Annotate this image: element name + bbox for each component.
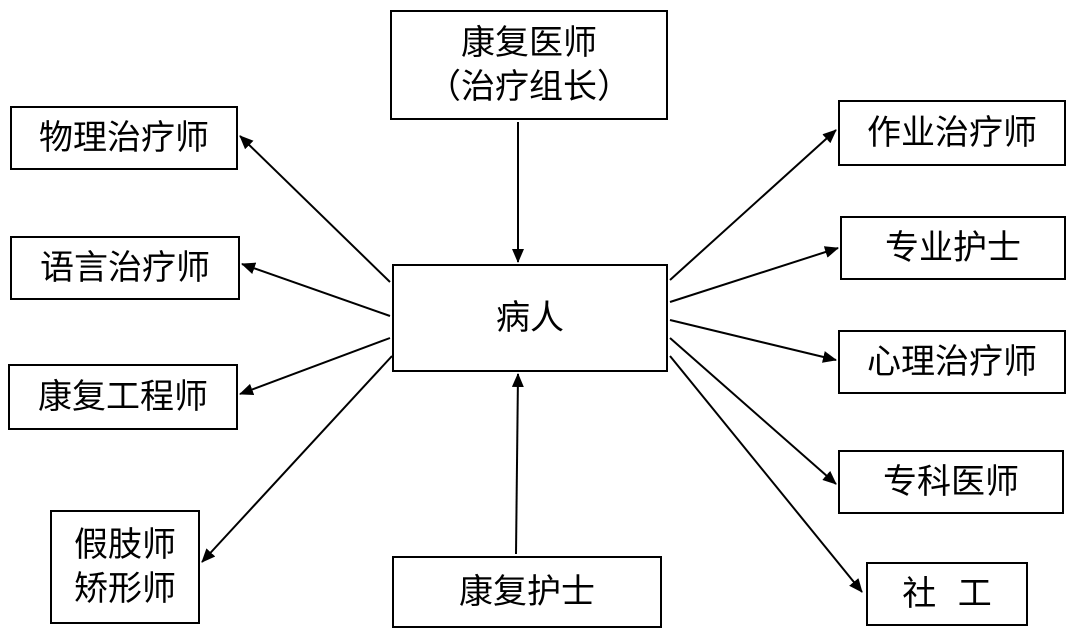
social-worker-box: 社 工 <box>866 562 1028 626</box>
arrow-bottom-to-center <box>511 373 524 555</box>
rehab-physician-box: 康复医师 （治疗组长） <box>390 10 668 120</box>
specialist-physician-box: 专科医师 <box>838 450 1064 514</box>
patient-box: 病人 <box>392 264 668 372</box>
arrow-center-to-prosthetist-orthotist <box>201 355 393 563</box>
psychotherapist-box: 心理治疗师 <box>838 330 1066 394</box>
arrow-center-to-specialist-nurse <box>669 246 839 303</box>
team-leader-label: （治疗组长） <box>427 67 631 107</box>
specialist-physician-label: 专科医师 <box>883 461 1019 502</box>
specialist-nurse-box: 专业护士 <box>840 216 1066 280</box>
arrow-center-to-specialist-physician <box>669 337 837 485</box>
social-worker-label: 社 工 <box>902 573 992 614</box>
specialist-nurse-label: 专业护士 <box>885 227 1021 268</box>
orthotist-label: 矫形师 <box>74 569 176 609</box>
psychotherapist-label: 心理治疗师 <box>867 341 1037 382</box>
prosthetist-label: 假肢师 <box>74 524 176 565</box>
speech-therapist-label: 语言治疗师 <box>40 247 210 288</box>
rehab-engineer-box: 康复工程师 <box>8 364 238 430</box>
arrow-center-to-speech-therapist <box>241 262 391 317</box>
arrow-center-to-social-worker <box>669 355 863 593</box>
arrow-center-to-physical-therapist <box>239 135 391 283</box>
arrow-center-to-rehab-engineer <box>239 337 391 396</box>
patient-label: 病人 <box>496 297 564 338</box>
rehab-nurse-box: 康复护士 <box>392 556 662 628</box>
occupational-therapist-box: 作业治疗师 <box>838 100 1066 166</box>
rehab-engineer-label: 康复工程师 <box>38 376 208 417</box>
rehab-nurse-label: 康复护士 <box>459 571 595 612</box>
arrow-center-to-occupational-therapist <box>669 129 837 281</box>
occupational-therapist-label: 作业治疗师 <box>867 112 1037 153</box>
speech-therapist-box: 语言治疗师 <box>10 236 240 300</box>
physical-therapist-label: 物理治疗师 <box>39 117 209 158</box>
arrow-center-to-psychotherapist <box>669 319 837 363</box>
prosthetist-orthotist-box: 假肢师 矫形师 <box>50 510 200 624</box>
physical-therapist-box: 物理治疗师 <box>10 106 238 170</box>
rehab-physician-label: 康复医师 <box>461 22 597 63</box>
